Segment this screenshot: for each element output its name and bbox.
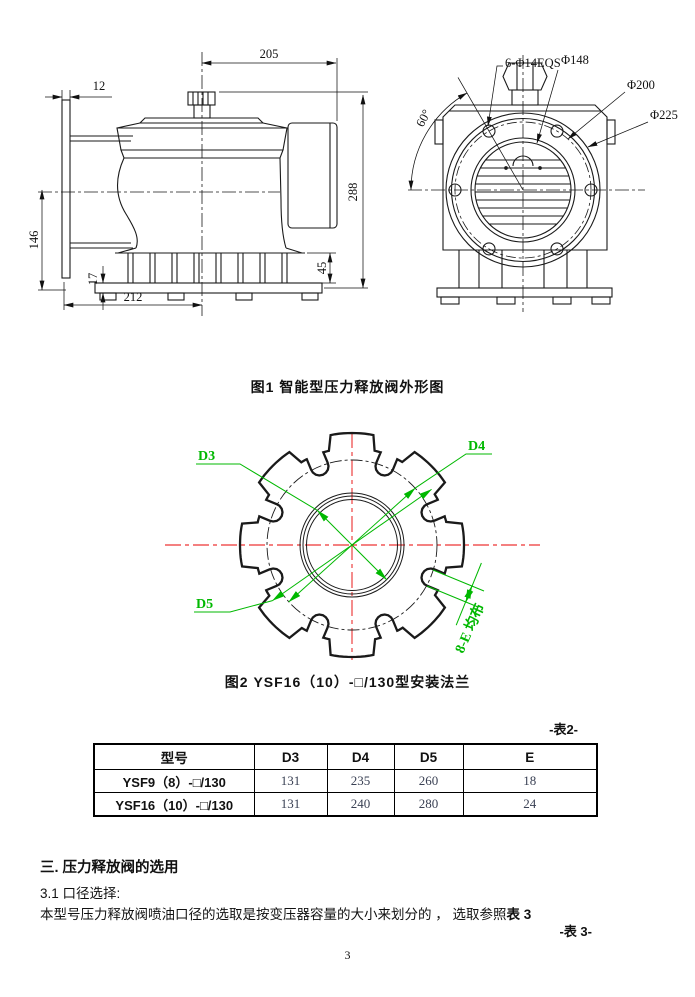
d5-cell: 260 — [393, 769, 464, 793]
d3-cell: 131 — [253, 769, 328, 793]
table-row: YSF9（8）-□/130 131 235 260 18 — [93, 769, 598, 793]
body-text: 本型号压力释放阀喷油口径的选取是按变压器容量的大小来划分的 ， 选取参照 — [40, 907, 507, 922]
dim-146-label: 146 — [27, 231, 41, 250]
dim-17-label: 17 — [86, 273, 100, 286]
dim-200-label: Φ200 — [627, 78, 655, 92]
col-header-d3: D3 — [253, 743, 328, 770]
spring-coils — [475, 159, 571, 225]
d3-cell: 131 — [253, 792, 328, 817]
figure2-caption: 图2 YSF16（10）-□/130型安装法兰 — [224, 674, 471, 690]
figure2-drawing: D3 D4 D5 8-E 均布 — [165, 431, 540, 660]
table-header-row: 型号 D3 D4 D5 E — [93, 743, 598, 770]
col-header-model: 型号 — [93, 743, 255, 770]
front-view-callouts — [408, 65, 649, 191]
side-view-centerlines — [38, 52, 280, 316]
flange-bolt-circle — [266, 459, 438, 631]
d5-cell: 280 — [393, 792, 464, 817]
figure1-caption: 图1 智能型压力释放阀外形图 — [250, 379, 445, 395]
flange-slots-label: 8-E 均布 — [451, 601, 488, 656]
dim-12-label: 12 — [93, 79, 106, 93]
col-header-d4: D4 — [326, 743, 395, 770]
e-cell: 24 — [462, 792, 598, 817]
dim-60deg-label: 60° — [413, 107, 434, 129]
dim-148-label: Φ148 — [561, 53, 589, 67]
section3-subheading: 3.1 口径选择: — [40, 886, 121, 901]
model-cell: YSF16（10）-□/130 — [93, 792, 255, 817]
flange-d5-label: D5 — [196, 597, 213, 612]
table-row: YSF16（10）-□/130 131 240 280 24 — [93, 792, 598, 817]
front-view-outline — [434, 62, 616, 305]
d4-cell: 240 — [326, 792, 395, 817]
table2-tag: -表2- — [549, 722, 578, 737]
section3-heading: 三. 压力释放阀的选用 — [40, 860, 179, 876]
dim-225-label: Φ225 — [650, 108, 678, 122]
d4-cell: 235 — [326, 769, 395, 793]
front-view-centerlines — [408, 55, 645, 312]
section3-body: 本型号压力释放阀喷油口径的选取是按变压器容量的大小来划分的 ， 选取参照表 3 — [40, 903, 531, 923]
col-header-d5: D5 — [393, 743, 464, 770]
flange-d3-label: D3 — [198, 449, 215, 464]
dim-45-label: 45 — [315, 262, 329, 275]
flange-d4-label: D4 — [468, 439, 485, 454]
flange-dimensions — [194, 453, 492, 626]
spec-table: 型号 D3 D4 D5 E YSF9（8）-□/130 131 235 260 … — [93, 743, 598, 817]
e-cell: 18 — [462, 769, 598, 793]
dim-288-label: 288 — [346, 183, 360, 202]
dim-205-label: 205 — [260, 47, 279, 61]
terminal-box — [287, 122, 338, 229]
side-view-dimensions — [38, 58, 368, 310]
col-header-e: E — [462, 743, 598, 770]
dim-212-label: 212 — [124, 290, 143, 304]
figure1-drawing: 205 12 288 146 17 212 45 — [27, 47, 678, 316]
page-number: 3 — [344, 948, 351, 962]
body-table3-ref: 表 3 — [506, 907, 532, 922]
model-cell: YSF9（8）-□/130 — [93, 769, 255, 793]
bolt-holes-label: 6-Φ14EQS — [505, 56, 561, 70]
table3-tag: -表 3- — [559, 924, 592, 939]
